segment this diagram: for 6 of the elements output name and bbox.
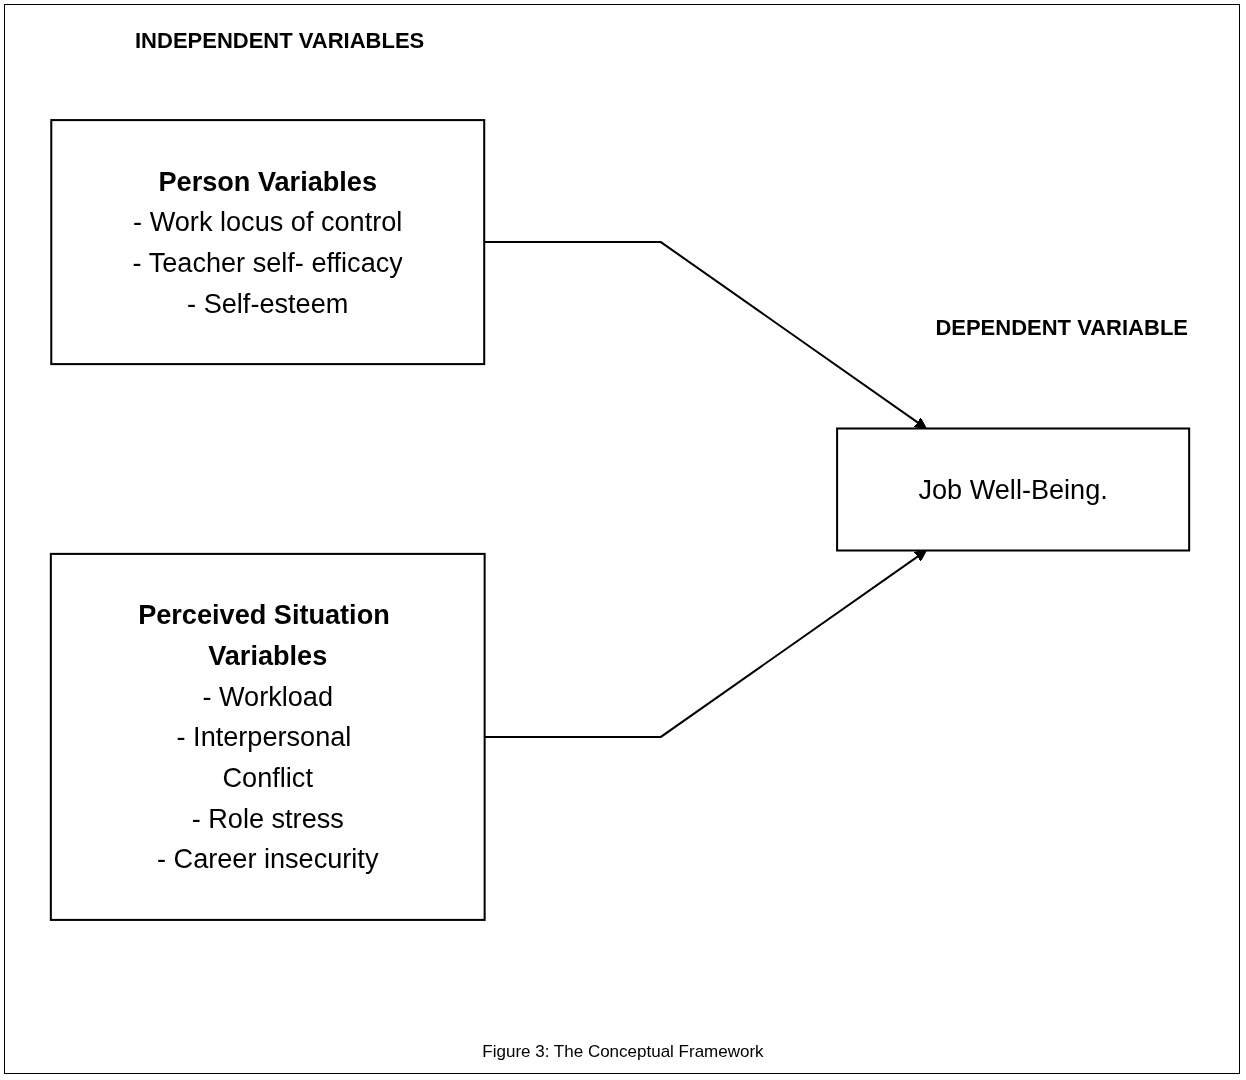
node-box: Job Well-Being. (836, 427, 1191, 552)
section-heading: INDEPENDENT VARIABLES (135, 28, 425, 54)
figure-caption: Figure 3: The Conceptual Framework (482, 1042, 764, 1062)
node-box: Person Variables - Work locus of control - Teacher self- efficacy - Self-esteem (50, 119, 486, 366)
section-heading: DEPENDENT VARIABLE (935, 315, 1188, 341)
node-box: Perceived Situation Variables - Workload - Interpersonal Conflict - Role stress - Career insecurity (49, 552, 486, 921)
